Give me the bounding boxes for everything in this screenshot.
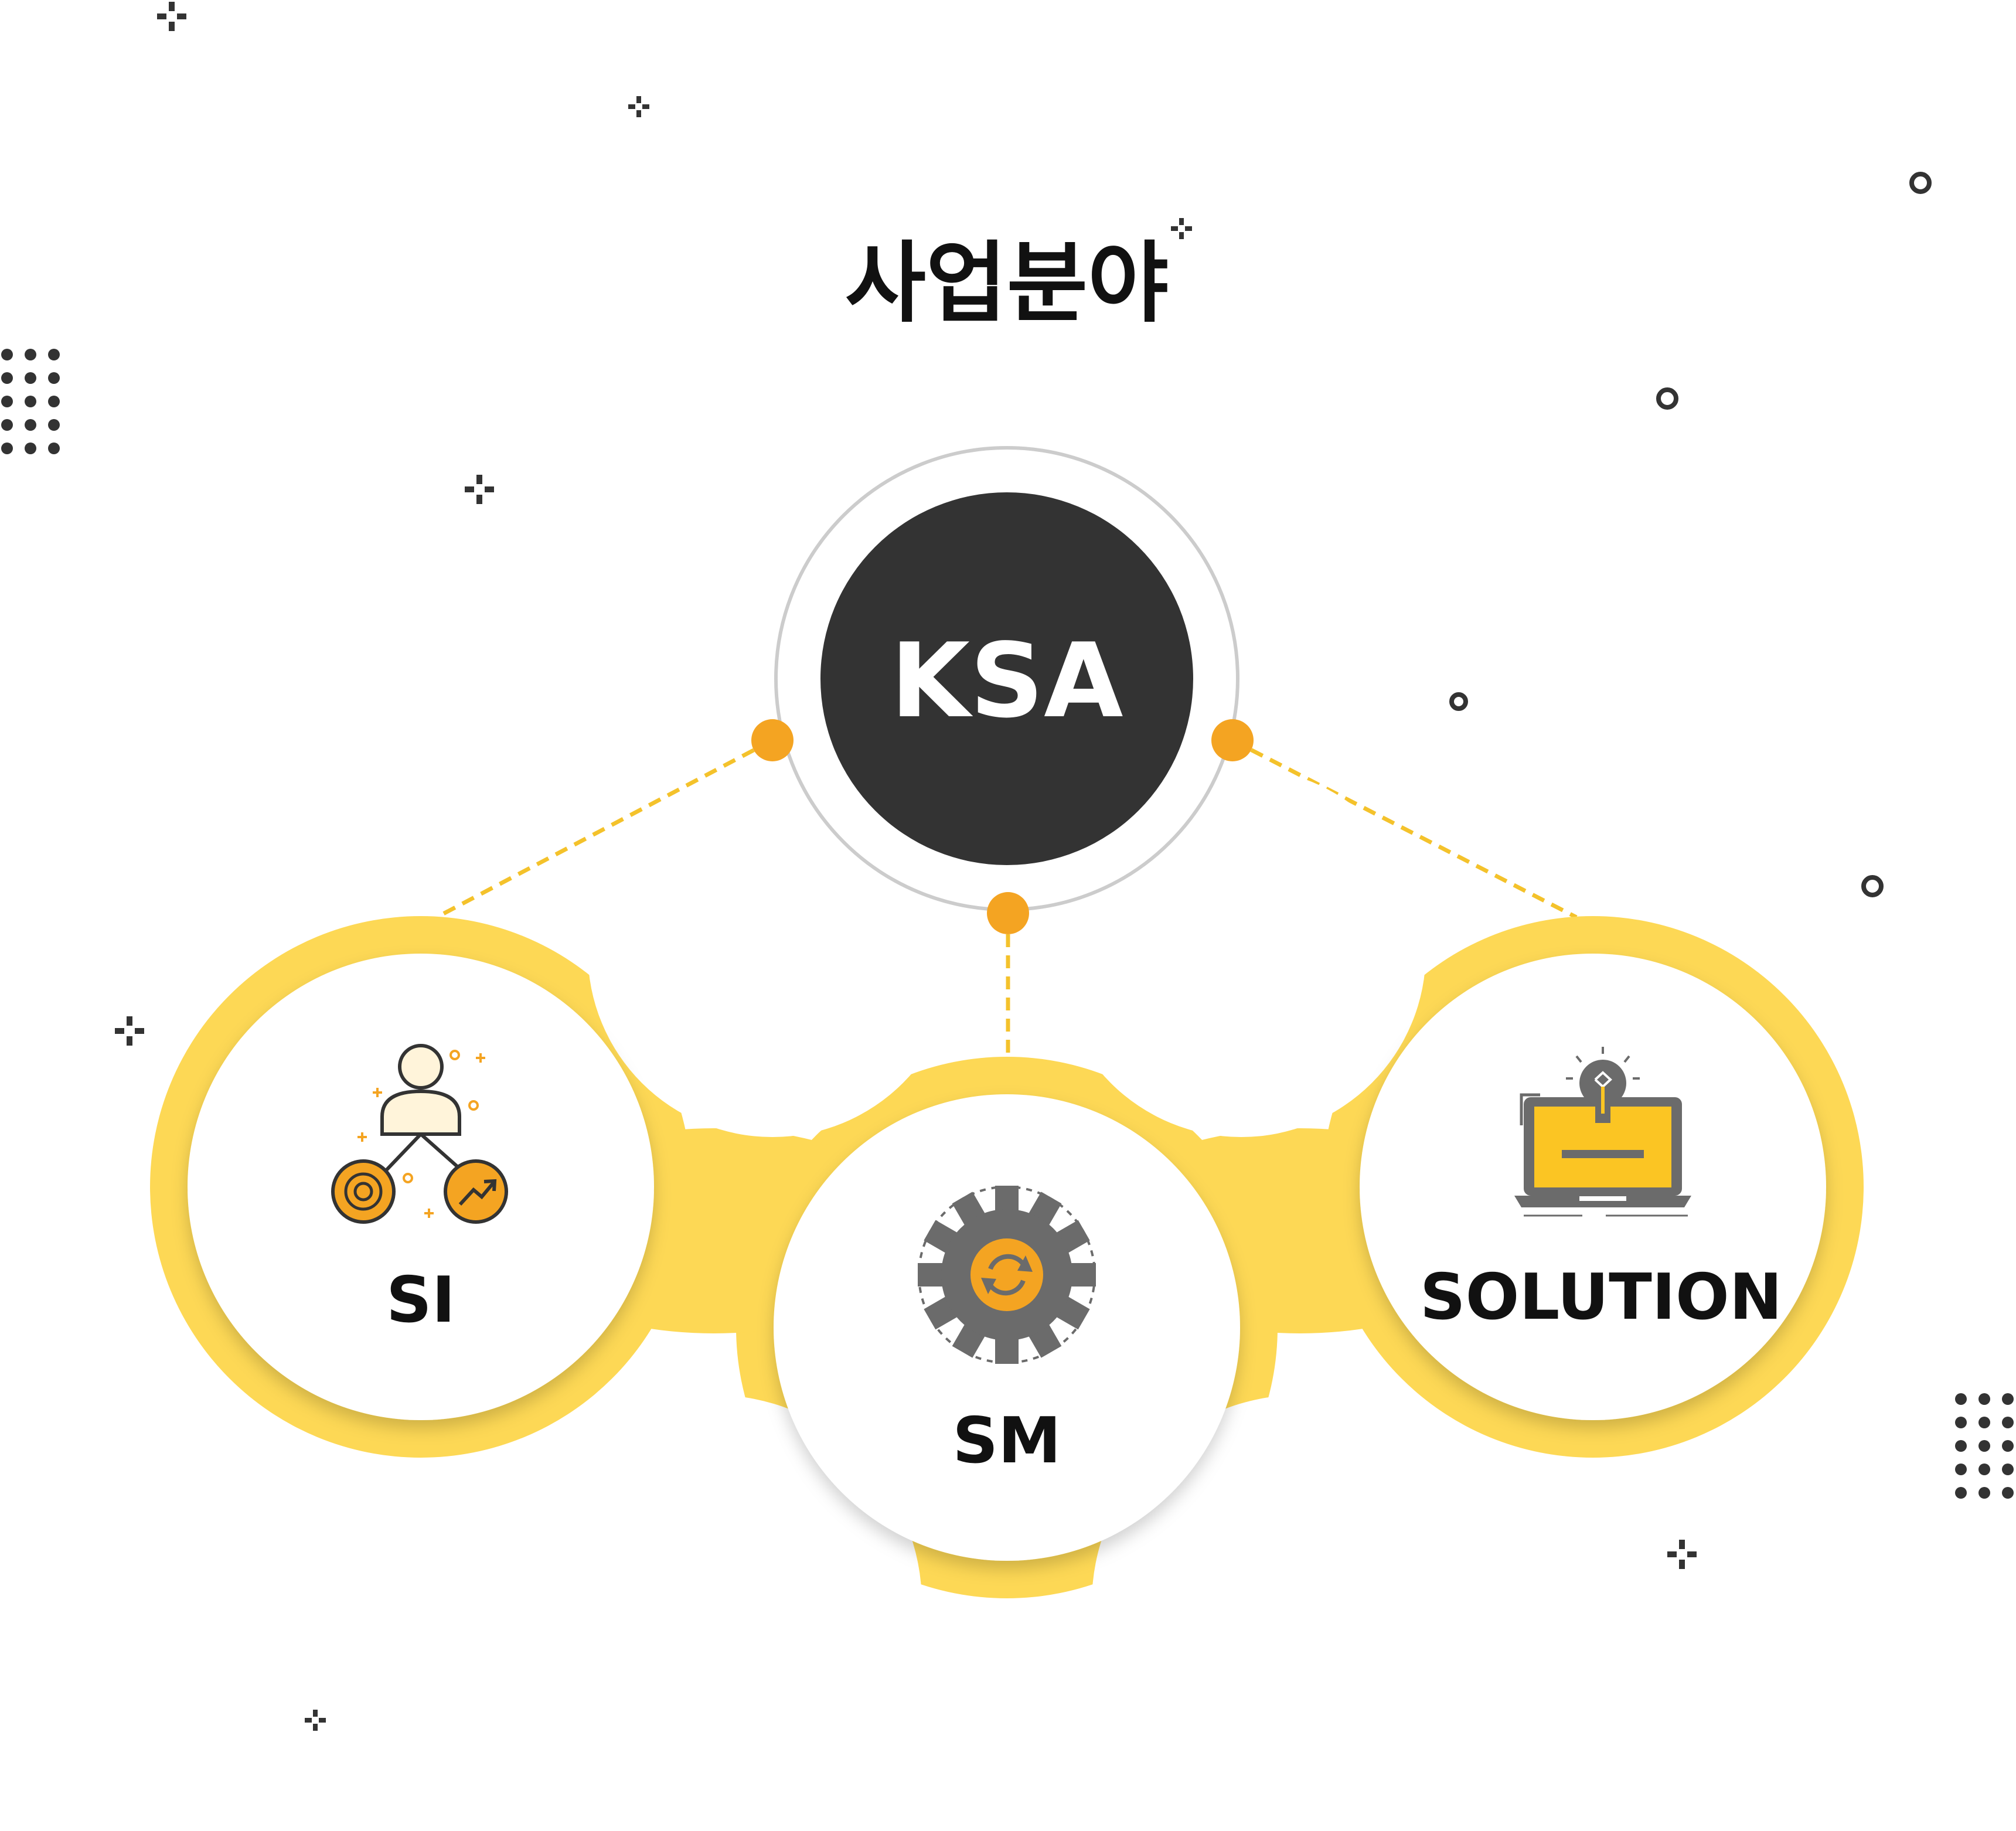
laptop-lightbulb-icon xyxy=(1514,1047,1691,1217)
blob-cutouts xyxy=(506,768,1508,1811)
node-si-label: SI xyxy=(386,1264,455,1337)
page-title: 사업분야 xyxy=(845,233,1169,335)
background-decorations xyxy=(1,2,2014,1731)
connector-lines xyxy=(435,738,1578,1061)
center-node: KSA xyxy=(774,446,1239,911)
node-sm: SM xyxy=(774,1094,1240,1561)
connector-dot-right xyxy=(1211,719,1254,761)
gear-refresh-icon xyxy=(918,1186,1096,1364)
node-si-circle xyxy=(188,954,654,1420)
node-sm-label: SM xyxy=(952,1404,1061,1478)
dot-grid-left xyxy=(1,349,60,454)
node-si: SI xyxy=(188,954,654,1420)
node-solution-label: SOLUTION xyxy=(1420,1261,1782,1334)
sparkle-icons xyxy=(115,2,1697,1731)
connector-dot-bottom xyxy=(987,892,1029,934)
node-solution: SOLUTION xyxy=(1360,954,1826,1420)
center-dark-circle xyxy=(820,492,1193,865)
connector-ksa-solution xyxy=(1231,738,1578,920)
connector-dot-left xyxy=(751,719,794,761)
person-network-icon xyxy=(331,1044,508,1224)
connector-dots xyxy=(751,719,1254,934)
center-label: KSA xyxy=(890,622,1123,741)
dot-grid-right xyxy=(1955,1393,2014,1499)
